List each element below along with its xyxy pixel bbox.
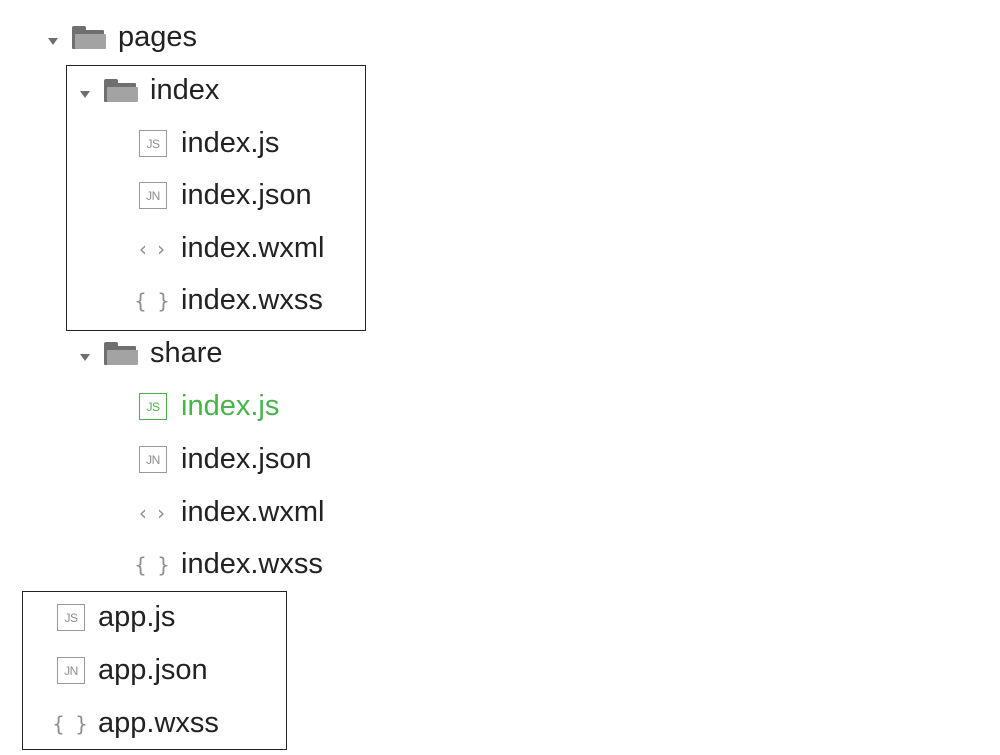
json-file-icon: JN bbox=[139, 446, 167, 473]
file-label: index.wxss bbox=[181, 548, 323, 580]
folder-open-icon bbox=[104, 78, 138, 103]
tree-file-app-wxss[interactable]: { } app.wxss bbox=[52, 697, 219, 750]
tree-folder-share[interactable]: share bbox=[80, 327, 223, 380]
tree-file-app-json[interactable]: JN app.json bbox=[57, 644, 208, 697]
js-file-icon: JS bbox=[57, 604, 85, 631]
highlight-box-app-files bbox=[22, 591, 287, 750]
file-label: index.wxml bbox=[181, 496, 325, 528]
file-label: app.wxss bbox=[98, 707, 219, 739]
js-file-icon: JS bbox=[139, 393, 167, 420]
file-label: index.js bbox=[181, 390, 280, 422]
json-file-icon: JN bbox=[57, 657, 85, 684]
folder-open-icon bbox=[72, 25, 106, 50]
file-label: index.json bbox=[181, 443, 312, 475]
tree-file-share-index-js-active[interactable]: JS index.js bbox=[139, 380, 279, 433]
tree-file-index-json[interactable]: JN index.json bbox=[139, 169, 312, 222]
tree-file-share-index-wxml[interactable]: ‹ › index.wxml bbox=[138, 486, 325, 539]
file-label: app.js bbox=[98, 601, 176, 633]
file-label: index.json bbox=[181, 179, 312, 211]
folder-open-icon bbox=[104, 341, 138, 366]
tree-folder-index[interactable]: index bbox=[80, 64, 219, 117]
highlight-box-index-folder bbox=[66, 65, 366, 331]
folder-label: index bbox=[150, 74, 220, 106]
curly-braces-icon: { } bbox=[134, 552, 172, 577]
file-label: app.json bbox=[98, 654, 208, 686]
file-label: index.js bbox=[181, 127, 280, 159]
folder-label: share bbox=[150, 337, 223, 369]
tree-file-app-js[interactable]: JS app.js bbox=[57, 591, 175, 644]
tree-file-index-js[interactable]: JS index.js bbox=[139, 117, 279, 170]
tree-file-share-index-wxss[interactable]: { } index.wxss bbox=[134, 538, 323, 591]
file-label: index.wxml bbox=[181, 232, 325, 264]
expand-arrow-icon[interactable] bbox=[80, 91, 90, 98]
json-file-icon: JN bbox=[139, 182, 167, 209]
tree-file-index-wxss[interactable]: { } index.wxss bbox=[134, 274, 323, 327]
folder-label: pages bbox=[118, 21, 198, 53]
file-label: index.wxss bbox=[181, 284, 323, 316]
tree-file-share-index-json[interactable]: JN index.json bbox=[139, 433, 312, 486]
curly-braces-icon: { } bbox=[52, 711, 90, 736]
angle-brackets-icon: ‹ › bbox=[138, 236, 168, 261]
expand-arrow-icon[interactable] bbox=[48, 38, 58, 45]
tree-folder-pages[interactable]: pages bbox=[48, 11, 197, 64]
js-file-icon: JS bbox=[139, 130, 167, 157]
tree-file-index-wxml[interactable]: ‹ › index.wxml bbox=[138, 222, 325, 275]
expand-arrow-icon[interactable] bbox=[80, 354, 90, 361]
curly-braces-icon: { } bbox=[134, 288, 172, 313]
angle-brackets-icon: ‹ › bbox=[138, 500, 168, 525]
